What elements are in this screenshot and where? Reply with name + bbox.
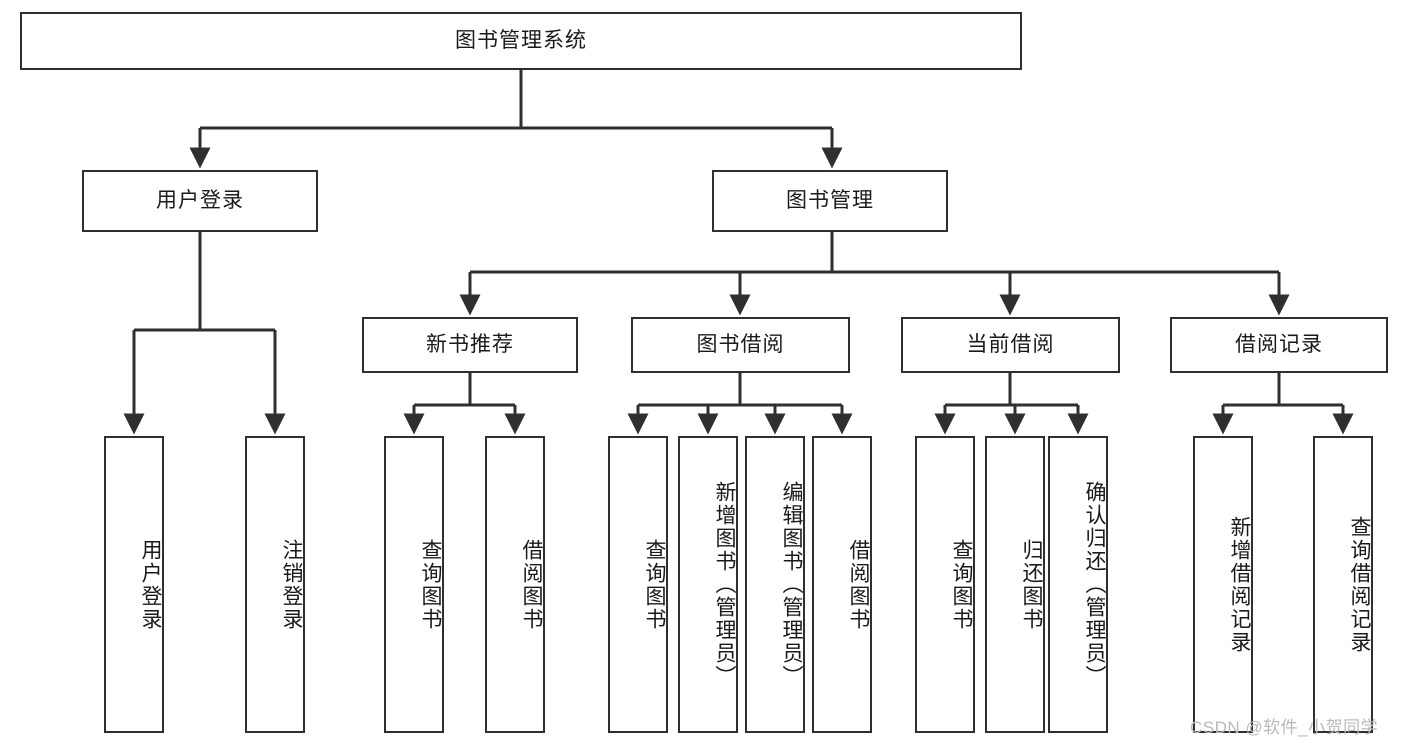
leaf-current-return-book[interactable]: 归还图书 xyxy=(985,436,1045,733)
node-current-borrow[interactable]: 当前借阅 xyxy=(901,317,1120,373)
node-label: 新增借阅记录 xyxy=(1228,515,1251,654)
node-new-book-recommend[interactable]: 新书推荐 xyxy=(362,317,578,373)
node-label: 借阅记录 xyxy=(1235,332,1323,356)
node-borrow-record[interactable]: 借阅记录 xyxy=(1170,317,1388,373)
node-label: 查询图书 xyxy=(950,538,973,631)
node-label: 用户登录 xyxy=(139,538,162,631)
leaf-recommend-borrow-book[interactable]: 借阅图书 xyxy=(485,436,545,733)
node-label: 借阅图书 xyxy=(847,538,870,631)
node-label: 查询借阅记录 xyxy=(1348,515,1371,654)
node-label: 编辑图书（管理员） xyxy=(780,481,803,688)
node-label: 新增图书（管理员） xyxy=(713,481,736,688)
leaf-borrow-borrow-book[interactable]: 借阅图书 xyxy=(812,436,872,733)
node-label: 归还图书 xyxy=(1020,538,1043,631)
node-label: 图书管理系统 xyxy=(455,28,587,52)
node-label: 查询图书 xyxy=(419,538,442,631)
leaf-borrow-query-book[interactable]: 查询图书 xyxy=(608,436,668,733)
leaf-borrow-edit-book-admin[interactable]: 编辑图书（管理员） xyxy=(745,436,805,733)
node-label: 当前借阅 xyxy=(966,332,1055,356)
leaf-recommend-query-book[interactable]: 查询图书 xyxy=(384,436,444,733)
leaf-record-query-record[interactable]: 查询借阅记录 xyxy=(1313,436,1373,733)
node-label: 借阅图书 xyxy=(520,538,543,631)
leaf-user-login-login[interactable]: 用户登录 xyxy=(104,436,164,733)
leaf-current-confirm-return-admin[interactable]: 确认归还（管理员） xyxy=(1048,436,1108,733)
node-label: 图书借阅 xyxy=(696,332,785,356)
node-label: 查询图书 xyxy=(643,538,666,631)
node-label: 确认归还（管理员） xyxy=(1083,481,1106,688)
node-label: 新书推荐 xyxy=(426,332,514,356)
node-label: 用户登录 xyxy=(156,188,244,212)
node-user-login[interactable]: 用户登录 xyxy=(82,170,318,232)
node-label: 图书管理 xyxy=(786,188,874,212)
leaf-record-add-record[interactable]: 新增借阅记录 xyxy=(1193,436,1253,733)
leaf-borrow-add-book-admin[interactable]: 新增图书（管理员） xyxy=(678,436,738,733)
node-book-management[interactable]: 图书管理 xyxy=(712,170,948,232)
node-root-system[interactable]: 图书管理系统 xyxy=(20,12,1022,70)
leaf-user-login-logout[interactable]: 注销登录 xyxy=(245,436,305,733)
leaf-current-query-book[interactable]: 查询图书 xyxy=(915,436,975,733)
watermark: CSDN @软件_小贺同学 xyxy=(1190,718,1379,737)
node-label: 注销登录 xyxy=(280,538,303,631)
node-book-borrow[interactable]: 图书借阅 xyxy=(631,317,850,373)
